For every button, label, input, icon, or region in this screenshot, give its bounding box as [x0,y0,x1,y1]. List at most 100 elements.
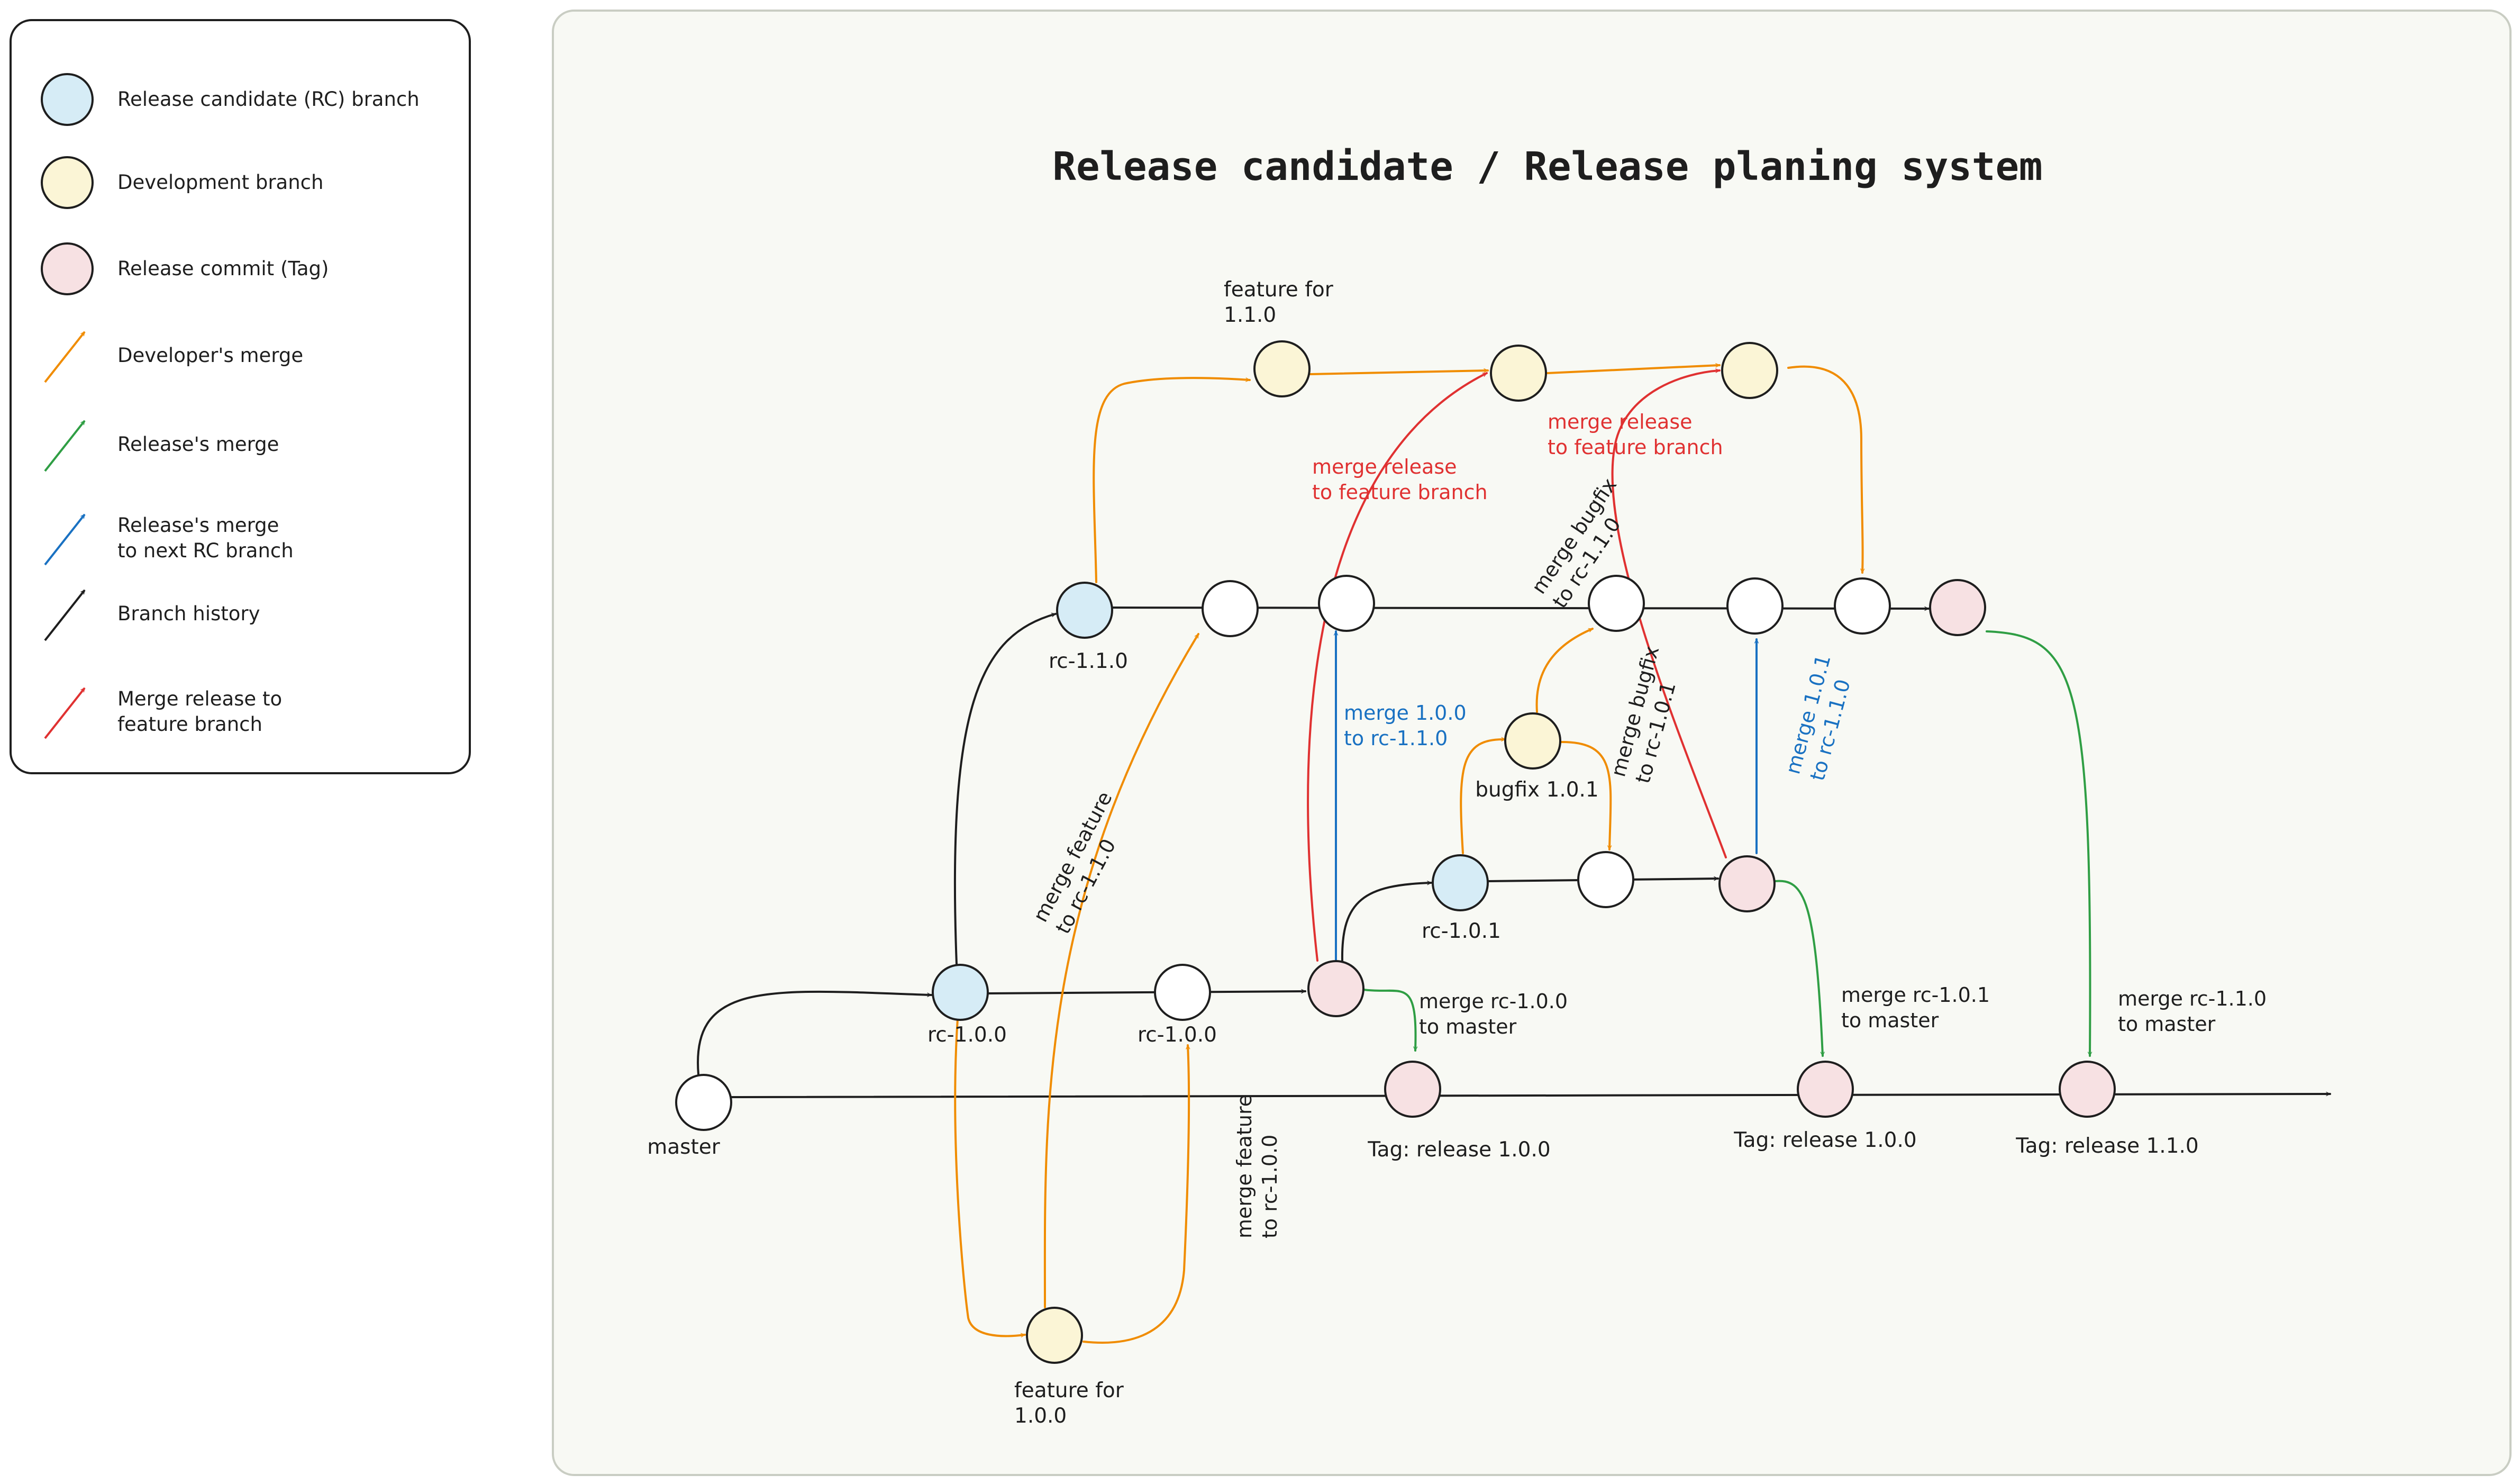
node-label: rc-1.0.1 [1422,919,1501,943]
node-tag-110: Tag: release 1.1.0 [2015,1061,2199,1158]
edge-history-arrow-master-to-rc100-a [697,990,932,1075]
node-label: Tag: release 1.0.0 [1733,1128,1916,1152]
legend-label: Developer's merge [117,344,303,367]
legend-label: Release's merge [117,433,279,456]
legend-item-tag: Release commit (Tag) [41,242,329,295]
node-label: bugfix 1.0.1 [1475,778,1599,802]
commit-circle-plain [1726,577,1784,635]
node-label: master [647,1135,720,1159]
node-label: rc-1.0.0 [927,1023,1007,1047]
commit-circle-tag [1797,1061,1854,1118]
commit-circle-plain [1577,851,1634,908]
node-rc110-d [1588,575,1645,632]
node-rc110-b [1202,580,1259,637]
legend-arrow-swatch [44,420,86,472]
edge-developer-merge-bugfix-101-to-rc110-d [1535,628,1594,713]
edge-release-merge-rc110-tag-to-tag-110 [1986,630,2090,1057]
edge-developer-merge-feat-110-b-to-feat-110-c [1546,365,1721,374]
commit-circle-dev [1504,712,1561,770]
edge-release-merge-rc100-tag-to-tag-100 [1363,989,1416,1052]
commit-circle-dev [1026,1307,1083,1364]
commit-circle-rc [1056,582,1113,639]
legend-label: Release commit (Tag) [117,257,329,280]
node-rc101-b [1577,851,1634,908]
commit-circle-dev [1253,340,1311,397]
node-feat-110-c [1721,342,1778,399]
node-label: Tag: release 1.0.0 [1367,1138,1550,1162]
commit-circle-plain [1154,964,1211,1021]
node-feat-110-b [1490,345,1547,402]
legend-item-rc: Release candidate (RC) branch [41,73,420,126]
commit-circle-tag [1929,579,1986,636]
edge-developer-merge-bugfix-101-to-rc101-b [1559,740,1611,850]
node-rc110-c [1318,575,1375,632]
edge-history-arrow-rc100-tag-to-rc101-a [1341,883,1432,962]
edge-developer-merge-feat-100-to-rc110-b [1043,633,1199,1308]
commit-circle-tag [1307,960,1364,1017]
legend-label: Development branch [117,171,323,194]
node-master: master [647,1074,732,1159]
commit-circle-dev [1721,342,1778,399]
node-rc110-e [1726,577,1784,635]
edge-developer-merge-rc110-a-to-feat-110-a [1093,377,1251,583]
legend-panel [10,19,471,774]
edge-release-merge-rc101-tag-to-tag-100-b [1774,880,1823,1057]
legend: Release candidate (RC) branchDevelopment… [41,73,420,739]
commit-circle-plain [1202,580,1259,637]
commit-circle-tag [2059,1061,2116,1118]
edge-merge-release-to-feature-rc100-tag-to-feat-110-b [1307,372,1488,962]
legend-arrow-swatch [44,513,86,566]
legend-item-history-arrow: Branch history [44,589,260,641]
edge-developer-merge-rc100-a-to-feat-100 [954,1018,1026,1336]
edge-history-arrow-rc100-a-to-rc100-tag [987,991,1306,994]
legend-item-release-merge: Release's merge [44,420,279,472]
edge-history-arrow-rc100-a-to-rc110-a [953,614,1057,965]
commit-circle-plain [1834,577,1891,635]
legend-item-developer-merge: Developer's merge [44,331,303,383]
legend-arrow-swatch [44,589,86,641]
commit-circle-plain [1318,575,1375,632]
node-bugfix-101: bugfix 1.0.1 [1475,712,1599,802]
edge-developer-merge-rc101-a-to-bugfix-101 [1460,739,1506,854]
legend-arrow-swatch [44,687,86,739]
legend-label: Branch history [117,602,260,625]
node-tag-100: Tag: release 1.0.0 [1367,1061,1551,1162]
commit-circle-plain [675,1074,732,1131]
commit-circle-tag [1718,855,1776,912]
node-rc100-a: rc-1.0.0 [927,964,1007,1047]
edge-developer-merge-feat-110-a-to-feat-110-b [1309,370,1489,375]
legend-node-swatch [41,242,94,295]
commit-circle-tag [1384,1061,1441,1118]
edge-developer-merge-feat-110-c-to-rc110-f [1787,365,1863,574]
node-rc110-f [1834,577,1891,635]
node-label: Tag: release 1.1.0 [2015,1134,2198,1158]
node-rc100-tag [1307,960,1364,1017]
commit-circle-plain [1588,575,1645,632]
edge-developer-merge-feat-100-to-rc100-b [1082,1044,1189,1344]
commit-circle-rc [1432,854,1489,911]
commit-circle-dev [1490,345,1547,402]
node-rc101-tag [1718,855,1776,912]
legend-node-swatch [41,73,94,126]
node-rc110-tag [1929,579,1986,636]
commit-circle-rc [932,964,989,1021]
legend-arrow-swatch [44,331,86,383]
node-rc100-b: rc-1.0.0 [1138,964,1217,1047]
node-label: rc-1.0.0 [1138,1023,1217,1047]
edge-merge-release-to-feature-rc101-tag-to-feat-110-c [1611,370,1727,858]
